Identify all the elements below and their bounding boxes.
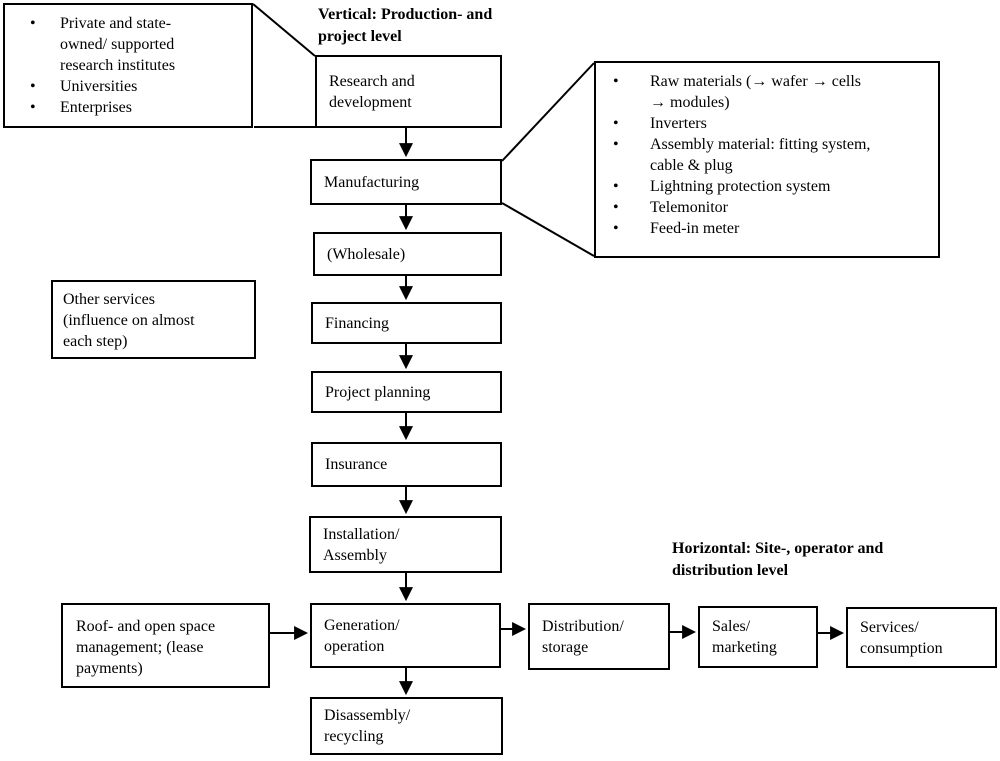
research-sources-item-label: Universities <box>60 78 138 95</box>
manufacturing-inputs-item-label: Lightning protection system <box>650 178 831 195</box>
node-research-development: Research and development <box>315 55 502 128</box>
manufacturing-inputs-item: • Assembly material: fitting system, cab… <box>596 134 936 176</box>
horizontal-flow-arrows <box>270 622 845 640</box>
manufacturing-inputs-item: • Feed-in meter <box>596 218 936 239</box>
node-services-consumption: Services/ consumption <box>846 607 997 668</box>
manufacturing-inputs-box: • Raw materials (→ wafer → cells → modul… <box>594 61 940 258</box>
node-manufacturing: Manufacturing <box>310 159 502 205</box>
node-sales-marketing: Sales/ marketing <box>698 606 818 668</box>
research-sources-item-label: Private and state- owned/ supported rese… <box>60 15 176 74</box>
callout-line-inputs-bottom <box>501 202 595 257</box>
node-generation-operation: Generation/ operation <box>310 603 501 668</box>
manufacturing-inputs-item-label: Raw materials (→ wafer → cells → modules… <box>650 73 862 111</box>
bullet-icon: • <box>613 73 619 90</box>
manufacturing-inputs-item-label: Telemonitor <box>650 199 728 216</box>
manufacturing-inputs-item-label: Inverters <box>650 115 707 132</box>
research-sources-box: • Private and state- owned/ supported re… <box>3 3 253 128</box>
node-wholesale: (Wholesale) <box>313 232 502 276</box>
node-disassembly-recycling: Disassembly/ recycling <box>310 697 503 755</box>
bullet-icon: • <box>613 115 619 132</box>
callout-line-inputs-top <box>501 62 595 162</box>
bullet-icon: • <box>30 99 36 116</box>
research-sources-item: • Enterprises <box>5 97 249 118</box>
manufacturing-inputs-item-label: Feed-in meter <box>650 220 740 237</box>
manufacturing-inputs-item-label: Assembly material: fitting system, cable… <box>650 136 871 174</box>
research-sources-item: • Universities <box>5 76 249 97</box>
node-distribution-storage: Distribution/ storage <box>528 603 670 670</box>
callout-line-sources-top <box>252 3 316 57</box>
note-other-services: Other services (influence on almost each… <box>51 280 256 359</box>
node-project-planning: Project planning <box>311 371 502 413</box>
bullet-icon: • <box>613 178 619 195</box>
manufacturing-inputs-item: • Telemonitor <box>596 197 936 218</box>
research-sources-list: • Private and state- owned/ supported re… <box>5 5 251 118</box>
note-roof-management: Roof- and open space management; (lease … <box>61 603 270 688</box>
research-sources-item-label: Enterprises <box>60 99 132 116</box>
manufacturing-inputs-item: • Raw materials (→ wafer → cells → modul… <box>596 71 936 113</box>
manufacturing-inputs-item: • Lightning protection system <box>596 176 936 197</box>
bullet-icon: • <box>613 220 619 237</box>
manufacturing-inputs-list: • Raw materials (→ wafer → cells → modul… <box>596 63 938 239</box>
manufacturing-inputs-item: • Inverters <box>596 113 936 134</box>
bullet-icon: • <box>30 15 36 32</box>
callout-lines <box>252 3 595 257</box>
horizontal-level-title: Horizontal: Site-, operator and distribu… <box>672 540 884 579</box>
bullet-icon: • <box>613 199 619 216</box>
bullet-icon: • <box>613 136 619 153</box>
bullet-icon: • <box>30 78 36 95</box>
node-financing: Financing <box>311 302 502 344</box>
node-installation-assembly: Installation/ Assembly <box>309 516 502 573</box>
vertical-level-title: Vertical: Production- and project level <box>318 6 493 45</box>
research-sources-item: • Private and state- owned/ supported re… <box>5 13 249 76</box>
node-insurance: Insurance <box>311 442 502 487</box>
